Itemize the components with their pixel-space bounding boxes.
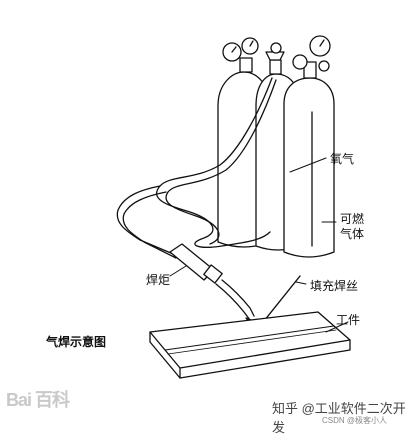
leader-workpiece [325, 321, 349, 333]
regulator-left [222, 37, 259, 73]
leader-oxygen [289, 157, 327, 173]
csdn-watermark: CSDN @极客小人 [322, 416, 388, 425]
hoses [116, 77, 277, 259]
workpiece [149, 311, 351, 379]
label-fuel-gas-line1: 可燃 [340, 212, 365, 226]
label-fuel-gas-line2: 气体 [340, 227, 365, 241]
leader-torch [169, 265, 187, 277]
welding-torch [169, 243, 257, 327]
label-filler-wire: 填充焊丝 [310, 279, 359, 293]
label-workpiece: 工件 [336, 313, 361, 327]
leader-filler [295, 281, 307, 285]
baike-watermark-logo: Bai 百科 [6, 390, 70, 410]
label-torch: 焊炬 [146, 273, 171, 287]
valve-middle [265, 42, 285, 75]
regulator-right [292, 35, 331, 79]
label-oxygen: 氧气 [330, 152, 355, 166]
cylinder-front [283, 77, 335, 258]
diagram-caption: 气焊示意图 [46, 335, 107, 349]
